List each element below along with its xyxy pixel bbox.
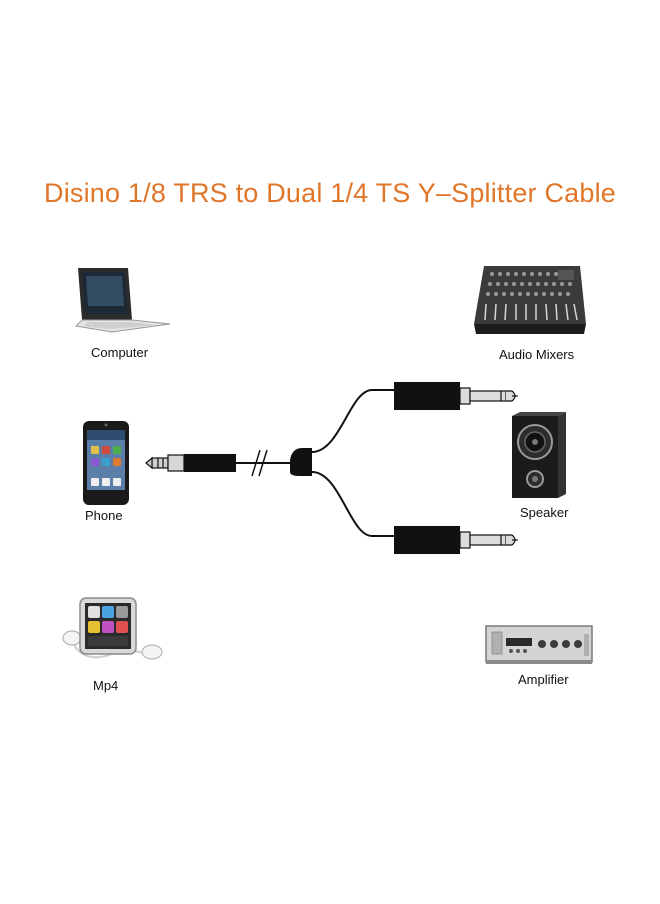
speaker-label: Speaker [520, 505, 569, 520]
phone-label: Phone [85, 508, 123, 523]
trs-plug-icon [145, 454, 236, 472]
y-junction [290, 448, 312, 476]
mixing-console-icon [474, 266, 586, 334]
diagram-title: Disino 1/8 TRS to Dual 1/4 TS Y–Splitter… [44, 178, 616, 208]
audio-mixers-label: Audio Mixers [499, 347, 575, 362]
amplifier-icon [485, 625, 593, 664]
computer-label: Computer [91, 345, 149, 360]
media-player-with-earbuds-icon [62, 597, 163, 660]
ts-plug-icon [394, 382, 518, 410]
cable-break-mark [251, 449, 261, 477]
smartphone-icon [83, 421, 129, 505]
ts-plug-icon [394, 526, 518, 554]
amplifier-label: Amplifier [518, 672, 569, 687]
laptop-icon [74, 268, 171, 333]
speaker-cabinet-icon [512, 412, 566, 498]
mp4-label: Mp4 [93, 678, 119, 693]
